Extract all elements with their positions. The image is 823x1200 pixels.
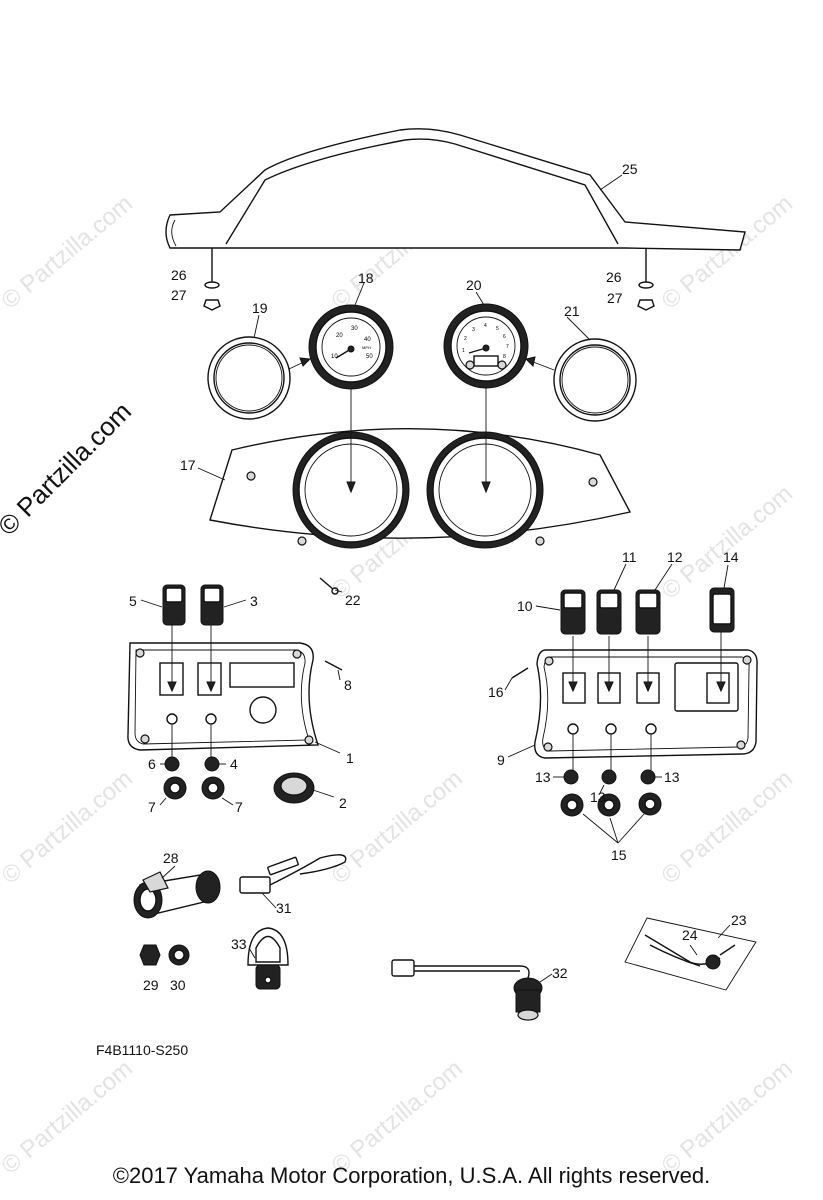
part-18-speedometer: 10 20 30 40 50 MPH [308,304,394,390]
part-23-harness-kit [624,917,757,991]
callout-22: 22 [345,592,361,608]
callout-5: 5 [129,593,137,609]
washers-and-nuts [203,281,655,311]
callout-7: 7 [148,799,156,815]
callout-2: 2 [339,795,347,811]
tach-tick: 1 [462,348,465,354]
watermark: © Partzilla.com [657,190,798,315]
speed-tick: 30 [351,326,358,332]
callout-17: 17 [180,457,196,473]
part-10-rocker-switch [560,589,586,635]
watermark: © Partzilla.com [0,765,138,890]
part-1-left-switch-panel [127,620,319,760]
part-16-screw [511,667,529,679]
part-17-gauge-panel [209,428,632,549]
leader-lines [140,174,731,983]
part-5-rocker-switch [162,584,186,626]
speed-unit: MPH [362,345,371,350]
callout-6: 6 [148,756,156,772]
watermark: © Partzilla.com [327,1055,468,1180]
part-9-right-switch-panel [534,632,758,759]
tach-tick: 3 [472,327,475,333]
callout-27: 27 [607,290,623,306]
part-8-screw [324,660,343,671]
diagram-code: F4B1110-S250 [96,1042,189,1058]
speed-tick: 20 [336,333,343,339]
callout-31: 31 [276,900,292,916]
speed-tick: 50 [366,354,373,360]
watermark: © Partzilla.com [657,1055,798,1180]
callout-24: 24 [682,927,698,943]
part-11-rocker-switch [596,589,622,635]
callout-20: 20 [466,277,482,293]
part-14-rocker-switch [709,587,735,633]
callout-30: 30 [170,977,186,993]
watermark: © Partzilla.com [0,1055,138,1180]
callout-13: 13 [535,769,551,785]
callout-10: 10 [517,598,533,614]
callout-8: 8 [344,677,352,693]
callout-18: 18 [358,270,374,286]
callout-15: 15 [611,847,627,863]
watermark: © Partzilla.com [0,190,138,315]
callout-1: 1 [346,750,354,766]
part-30-ring [168,944,190,966]
part-31-harness [239,854,347,894]
part-29-nut [139,944,161,966]
part-33-usb-socket [247,927,289,990]
watermark: © Partzilla.com [657,480,798,605]
callout-26: 26 [606,269,622,285]
right-panel-hardware [560,735,662,844]
callout-labels: 1 2 3 4 5 6 7 7 8 9 10 11 12 13 13 13 14… [129,161,747,993]
callout-28: 28 [163,850,179,866]
callout-27: 27 [171,287,187,303]
tach-tick: 8 [503,354,506,360]
callout-32: 32 [552,965,568,981]
callout-4: 4 [230,756,238,772]
callout-7: 7 [235,799,243,815]
assembly-arrows [288,356,555,494]
part-25-dash-cover [165,128,746,283]
callout-21: 21 [564,303,580,319]
copyright-notice: ©2017 Yamaha Motor Corporation, U.S.A. A… [112,1163,711,1188]
tach-tick: 2 [464,336,467,342]
callout-26: 26 [171,267,187,283]
callout-25: 25 [622,161,638,177]
speed-tick: 40 [364,337,371,343]
left-panel-hardware [163,756,315,804]
callout-3: 3 [250,593,258,609]
callout-11: 11 [622,549,637,565]
tach-tick: 7 [506,344,509,350]
part-3-rocker-switch [200,584,224,626]
part-19-bezel-ring [207,336,291,420]
part-20-tachometer: 1 2 3 4 5 6 7 8 [443,303,529,389]
tach-tick: 6 [503,334,506,340]
callout-9: 9 [497,752,505,768]
callout-13: 13 [664,769,680,785]
part-32-harness [391,959,543,1021]
callout-23: 23 [731,912,747,928]
callout-29: 29 [143,977,159,993]
tach-tick: 4 [484,323,487,329]
callout-12: 12 [667,549,683,565]
callout-16: 16 [488,684,504,700]
callout-14: 14 [723,549,739,565]
part-12-rocker-switch [635,589,661,635]
part-28-12v-socket [133,870,221,919]
watermark: © Partzilla.com [327,765,468,890]
callout-19: 19 [252,300,268,316]
speed-tick: 10 [331,354,338,360]
tach-tick: 5 [496,326,499,332]
callout-33: 33 [231,936,247,952]
part-21-bezel-ring [553,338,637,422]
callout-13: 13 [590,789,606,805]
